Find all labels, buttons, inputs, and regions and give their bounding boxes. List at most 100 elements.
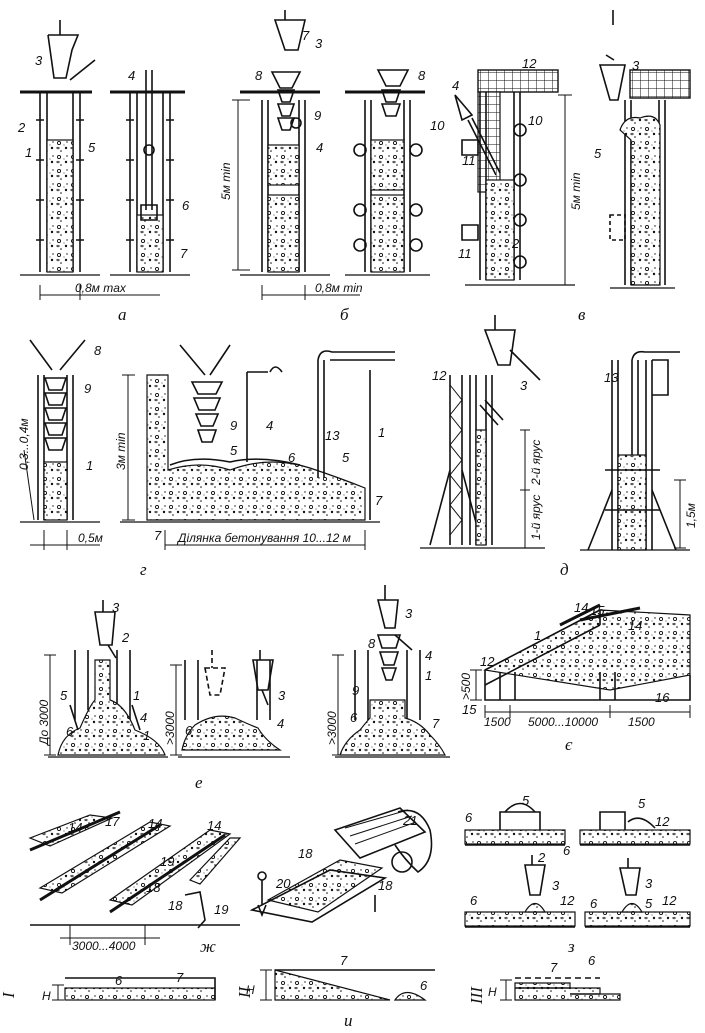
label-4b: 4 <box>316 140 323 155</box>
label-9g2: 9 <box>230 418 237 433</box>
dim-b-height: 5м min <box>219 162 233 200</box>
dim-e-h2: >3000 <box>163 711 177 745</box>
dim-zh-w: 3000...4000 <box>72 939 136 953</box>
dim-b-width: 0,8м min <box>315 281 363 295</box>
label-6g: 6 <box>288 450 296 465</box>
label-4: 4 <box>128 68 135 83</box>
caption-d: д <box>560 560 569 579</box>
dim-g-width: 0,5м <box>78 531 103 545</box>
label-3e2: 3 <box>278 688 286 703</box>
scaffold-d2 <box>580 350 690 551</box>
label-7y2: 7 <box>340 953 348 968</box>
label-14zh3: 14 <box>207 818 221 833</box>
label-3e: 3 <box>112 600 120 615</box>
label-6y2: 6 <box>420 978 428 993</box>
label-6z2: 6 <box>563 843 571 858</box>
label-3v: 3 <box>632 58 640 73</box>
label-3e3: 3 <box>405 606 413 621</box>
label-10b: 10 <box>430 118 445 133</box>
dim-ye-w2: 5000...10000 <box>528 715 598 729</box>
label-1e3: 1 <box>425 668 432 683</box>
label-3d: 3 <box>520 378 528 393</box>
label-6e: 6 <box>66 724 74 739</box>
panel-ye: 14 15 14 1 12 16 15 >500 1500 5000...100… <box>459 600 691 754</box>
panel-z: 5 6 5 12 6 3 2 6 12 3 5 <box>464 793 691 956</box>
dim-y-H3: H <box>488 985 497 999</box>
label-8e: 8 <box>368 636 376 651</box>
dim-y-H1: H <box>42 989 51 1003</box>
dim-ye-h: >500 <box>459 673 473 700</box>
panel-a: 3 2 1 5 4 6 7 0,8м max а <box>17 20 190 324</box>
label-2: 2 <box>17 120 26 135</box>
label-17zh: 17 <box>105 814 120 829</box>
label-5e: 5 <box>60 688 68 703</box>
label-12z3: 12 <box>662 893 677 908</box>
label-4e3: 4 <box>425 648 432 663</box>
label-4e: 4 <box>140 710 147 725</box>
caption-e: е <box>195 773 203 792</box>
label-10v: 10 <box>528 113 543 128</box>
column-v2 <box>598 10 691 289</box>
panel-g: 8 9 1 9 4 5 6 13 5 1 7 7 0,3...0,4м 0,5м… <box>17 339 395 579</box>
label-21: 21 <box>402 813 417 828</box>
label-6z4: 6 <box>590 896 598 911</box>
slab-z2: 5 12 6 <box>563 796 691 858</box>
label-6e2: 6 <box>185 723 193 738</box>
scaffold-d1 <box>420 315 545 549</box>
label-8g: 8 <box>94 343 102 358</box>
label-18zh: 18 <box>146 880 161 895</box>
label-12z: 12 <box>655 814 670 829</box>
label-6z: 6 <box>465 810 473 825</box>
column-g <box>20 339 100 550</box>
label-20: 20 <box>275 876 291 891</box>
label-15ye2: 15 <box>462 702 477 717</box>
column-a1 <box>20 20 160 300</box>
label-5g2: 5 <box>342 450 350 465</box>
label-8b: 8 <box>255 68 263 83</box>
label-13g: 13 <box>325 428 340 443</box>
dim-a-width: 0,8м max <box>75 281 127 295</box>
dim-v-height: 5м min <box>569 172 583 210</box>
caption-z: з <box>567 937 575 956</box>
label-5z3: 5 <box>645 896 653 911</box>
label-18zh2: 18 <box>168 898 183 913</box>
label-7g: 7 <box>375 493 383 508</box>
label-12v: 12 <box>522 56 537 71</box>
label-3b: 3 <box>315 36 323 51</box>
wall-g <box>120 344 395 550</box>
label-9b: 9 <box>314 108 321 123</box>
dim-g-drop: 0,3...0,4м <box>17 418 31 470</box>
label-4g: 4 <box>266 418 273 433</box>
slab-z3: 3 2 6 12 <box>464 850 576 928</box>
label-7y: 7 <box>176 970 184 985</box>
label-16ye: 16 <box>655 690 670 705</box>
slab-z4: 3 5 6 12 <box>584 858 691 928</box>
dim-ye-w1: 1500 <box>484 715 511 729</box>
label-1e: 1 <box>133 688 140 703</box>
caption-v: в <box>578 305 586 324</box>
label-14ye2: 14 <box>628 618 642 633</box>
label-5g: 5 <box>230 443 238 458</box>
footing-e3 <box>332 585 450 758</box>
caption-ye: є <box>565 735 573 754</box>
caption-y: и <box>344 1011 353 1030</box>
label-4v: 4 <box>452 78 459 93</box>
label-1ye: 1 <box>534 628 541 643</box>
label-5z: 5 <box>522 793 530 808</box>
label-1g2: 1 <box>378 425 385 440</box>
label-5v: 5 <box>594 146 602 161</box>
dim-e-h1: До 3000 <box>37 700 51 747</box>
label-11v2: 11 <box>458 246 472 261</box>
dim-d-tier1: 1-й ярус <box>529 495 543 540</box>
truck-dumping: 21 18 20 18 <box>249 807 433 923</box>
label-5z2: 5 <box>638 796 646 811</box>
label-14ye: 14 <box>574 600 588 615</box>
label-y-III: III <box>467 986 486 1005</box>
dim-ye-w3: 1500 <box>628 715 655 729</box>
panel-e: 3 2 5 1 4 6 1 6 3 4 3 8 4 1 9 6 7 До 300… <box>37 585 450 792</box>
label-4e2: 4 <box>277 716 284 731</box>
label-6: 6 <box>182 198 190 213</box>
label-18t2: 18 <box>378 878 393 893</box>
dim-y-H2: H <box>246 983 255 997</box>
